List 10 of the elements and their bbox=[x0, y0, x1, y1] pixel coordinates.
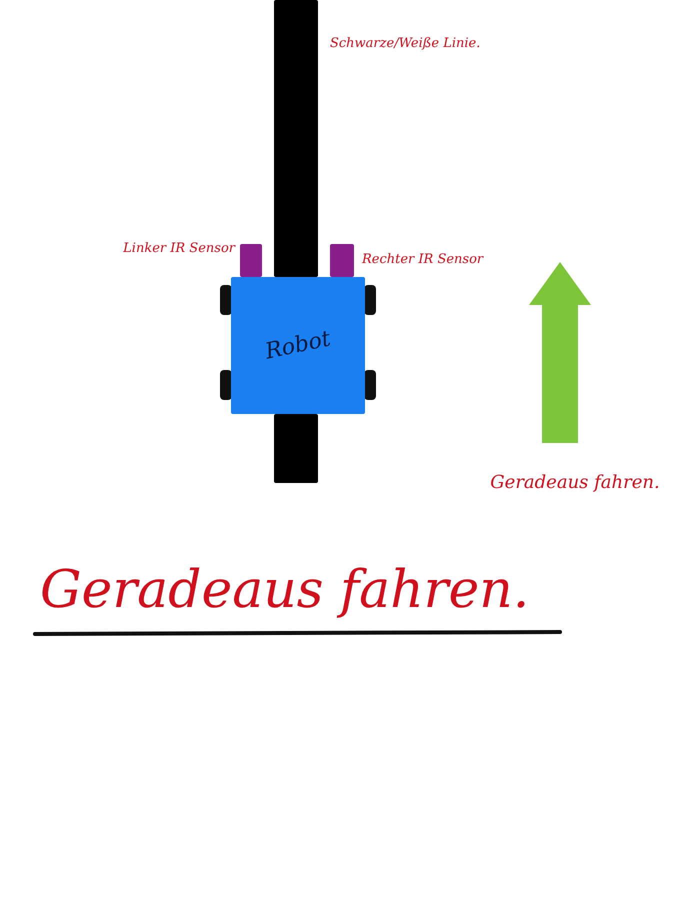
robot-label: Robot bbox=[263, 326, 333, 365]
part-label: Schwarze/Weiße Linie. bbox=[330, 36, 482, 51]
line-track bbox=[274, 0, 318, 277]
ir-sensor bbox=[330, 244, 354, 277]
caption-text: Geradeaus fahren. bbox=[489, 472, 661, 493]
ir-sensor bbox=[240, 244, 262, 277]
robot-body bbox=[231, 277, 365, 414]
part-label: Rechter IR Sensor bbox=[362, 252, 485, 267]
title-text: Geradeaus fahren. bbox=[40, 560, 530, 620]
part-label: Linker IR Sensor bbox=[122, 241, 235, 256]
